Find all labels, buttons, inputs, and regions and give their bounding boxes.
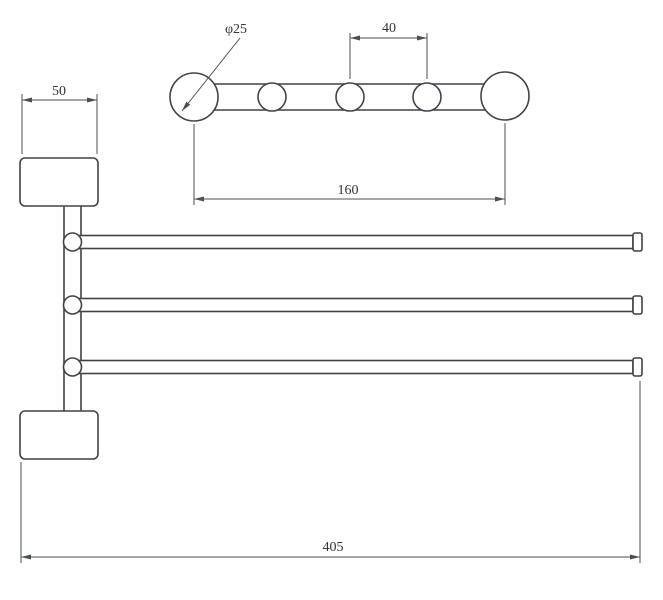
arrowhead-right xyxy=(87,97,97,103)
bottom-bracket xyxy=(19,410,99,460)
diameter-leader-line xyxy=(181,37,241,112)
top-length-label: 160 xyxy=(338,183,359,198)
end-cap-2 xyxy=(632,295,643,315)
diameter-arrowhead xyxy=(182,101,191,111)
arrowhead-left xyxy=(194,196,204,202)
hole-circle-1 xyxy=(257,82,287,112)
right-end-circle xyxy=(480,71,530,121)
dim-top-length: 160 xyxy=(193,123,506,205)
pivot-joint-1 xyxy=(62,232,83,252)
diameter-label: φ25 xyxy=(225,22,247,37)
dim-overall-length: 405 xyxy=(20,381,641,563)
dim-hole-spacing: 40 xyxy=(349,21,428,79)
dim-bracket-width: 50 xyxy=(21,84,98,154)
hole-circle-2 xyxy=(335,82,365,112)
overall-length-label: 405 xyxy=(323,540,344,555)
bracket-width-label: 50 xyxy=(52,84,66,99)
hole-spacing-label: 40 xyxy=(382,21,396,36)
arrowhead-right xyxy=(495,196,505,202)
front-view xyxy=(19,157,643,460)
end-cap-3 xyxy=(632,357,643,377)
pivot-joint-2 xyxy=(62,295,83,315)
arm-3 xyxy=(71,359,634,375)
dim-diameter: φ25 xyxy=(181,22,247,112)
top-bracket xyxy=(19,157,99,207)
arrowhead-right xyxy=(417,35,427,41)
arrowhead-left xyxy=(21,554,31,560)
arm-1 xyxy=(71,234,634,250)
arrowhead-left xyxy=(22,97,32,103)
arrowhead-right xyxy=(630,554,640,560)
hole-circle-3 xyxy=(412,82,442,112)
pivot-joint-3 xyxy=(62,357,83,377)
end-cap-1 xyxy=(632,232,643,252)
left-end-circle xyxy=(169,72,219,122)
arrowhead-left xyxy=(350,35,360,41)
arm-2 xyxy=(71,297,634,313)
top-view xyxy=(169,71,530,122)
